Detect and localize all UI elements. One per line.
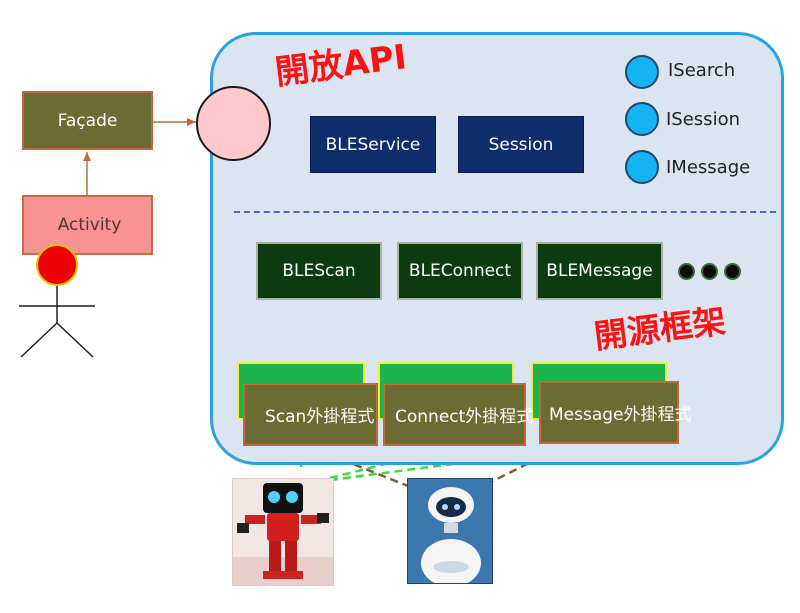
message-plugin-box: Message外掛程式 xyxy=(539,381,692,444)
stick-figure-actor-icon xyxy=(19,286,95,358)
scan-plugin-label: Scan外掛程式 xyxy=(265,407,375,427)
bleservice-box: BLEService xyxy=(310,116,436,173)
ellipsis-dots-icon xyxy=(678,263,695,280)
interface-label: ISearch xyxy=(668,60,736,81)
message-plugin-label: Message外掛程式 xyxy=(549,405,692,425)
api-framework-divider xyxy=(234,211,776,213)
blemessage-label: BLEMessage xyxy=(546,261,653,281)
interface-dot-icon xyxy=(625,150,659,184)
ellipsis-dots-icon xyxy=(724,263,741,280)
interface-label: IMessage xyxy=(666,157,751,178)
white-companion-robot-icon xyxy=(407,478,493,584)
red-humanoid-robot-icon xyxy=(232,478,334,586)
bleservice-label: BLEService xyxy=(325,134,421,155)
session-box: Session xyxy=(458,116,584,173)
connect-plugin-label: Connect外掛程式 xyxy=(395,407,534,427)
facade-label: Façade xyxy=(57,110,118,131)
blescan-box: BLEScan xyxy=(256,242,382,300)
connect-plugin-box: Connect外掛程式 xyxy=(383,383,533,446)
ellipsis-dots-icon xyxy=(701,263,718,280)
facade-box: Façade xyxy=(22,91,153,150)
blescan-label: BLEScan xyxy=(282,261,356,281)
interface-dot-icon xyxy=(625,102,659,136)
activity-label: Activity xyxy=(57,215,122,235)
activity-box: Activity xyxy=(22,195,153,255)
interface-dot-icon xyxy=(625,55,659,89)
interface-label: ISession xyxy=(666,109,740,130)
bleconnect-label: BLEConnect xyxy=(408,261,512,281)
actor-head-icon xyxy=(36,244,78,286)
session-label: Session xyxy=(488,134,554,155)
api-circle xyxy=(196,86,271,161)
bleconnect-box: BLEConnect xyxy=(397,242,523,300)
blemessage-box: BLEMessage xyxy=(536,242,663,300)
scan-plugin-box: Scan外掛程式 xyxy=(243,383,378,446)
